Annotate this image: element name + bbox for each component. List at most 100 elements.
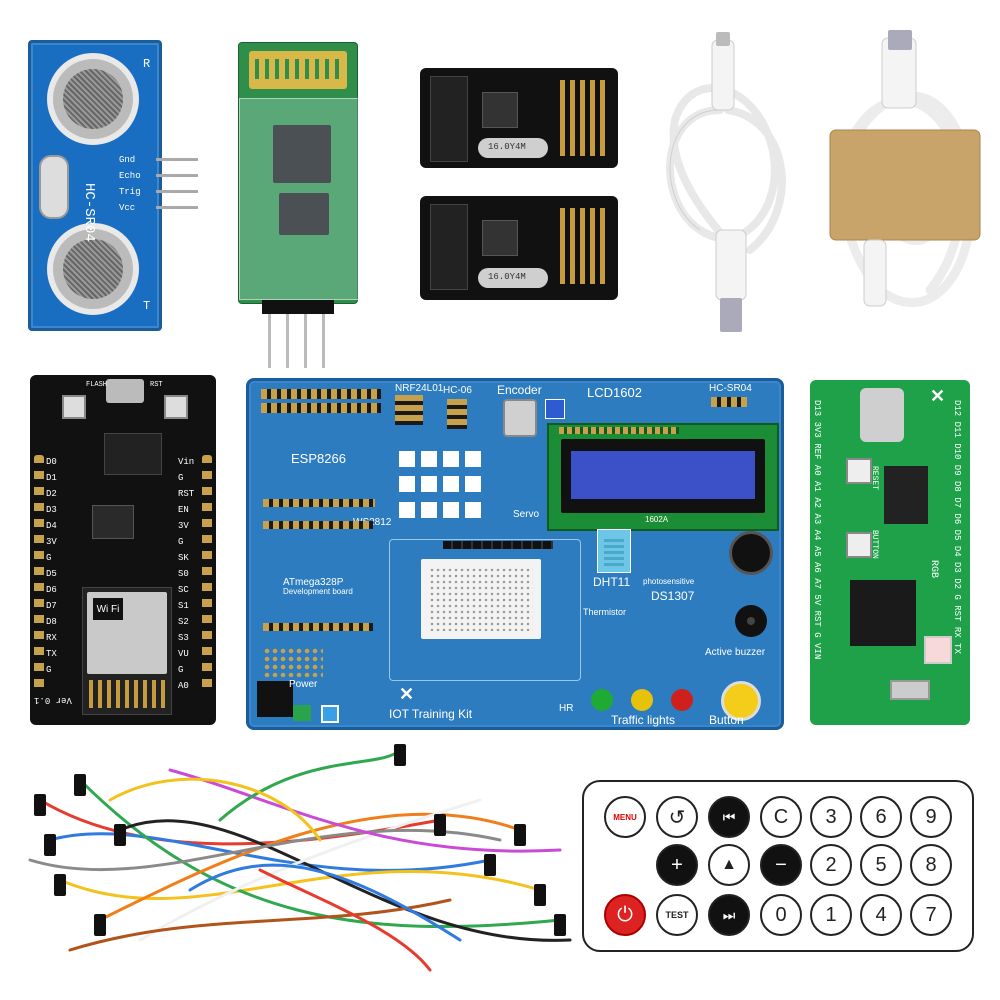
left-pin-labels: D13 3V3 REF A0 A1 A2 A3 A4 A5 A6 A7 5V R… xyxy=(812,400,822,660)
nrf-chip xyxy=(482,220,518,256)
rgb-led xyxy=(421,451,437,467)
hc06-label: HC-06 xyxy=(443,385,472,396)
arduino-header xyxy=(443,541,553,549)
brand-logo-icon: ✕ xyxy=(930,386,946,406)
blue-switch[interactable] xyxy=(321,705,339,723)
key-4[interactable]: 4 xyxy=(860,894,902,936)
key-2[interactable]: 2 xyxy=(810,844,852,886)
rst-label: RST xyxy=(150,381,163,389)
main-chip xyxy=(850,580,916,646)
active-buzzer xyxy=(735,605,767,637)
key-label: 6 xyxy=(875,805,887,828)
wifi-text: Wi Fi xyxy=(96,603,120,615)
rgb-led xyxy=(399,476,415,493)
key-label: 7 xyxy=(925,903,937,926)
flash-label: FLASH xyxy=(86,381,108,389)
servo-label: Servo xyxy=(513,509,540,520)
thermistor-label: Thermistor xyxy=(583,607,627,617)
rgb-led xyxy=(443,476,459,493)
power-button[interactable]: ⏻ xyxy=(604,894,646,936)
flash-button[interactable] xyxy=(62,395,86,419)
yellow-button[interactable] xyxy=(721,681,761,721)
back-icon: ↺ xyxy=(668,806,686,829)
user-button[interactable] xyxy=(846,532,872,558)
crystal xyxy=(39,155,69,219)
hcsr04-label: HC-SR04 xyxy=(709,383,752,394)
esp12-antenna xyxy=(89,680,165,708)
menu-button[interactable]: MENU xyxy=(604,796,646,838)
rgb-led xyxy=(421,476,437,493)
pin-label: 3V xyxy=(46,537,57,547)
key-0[interactable]: 0 xyxy=(760,894,802,936)
key-label: 0 xyxy=(775,903,787,926)
nrf-module-top: 16.0Y4M xyxy=(420,68,618,168)
pin-label: G xyxy=(178,473,184,483)
minus-button[interactable]: − xyxy=(760,844,802,886)
ultrasonic-pins xyxy=(156,158,198,209)
up-icon: ▲ xyxy=(721,856,737,873)
rgb-led xyxy=(465,501,481,518)
prev-button[interactable]: ⏮ xyxy=(708,796,750,838)
rgb-led xyxy=(399,451,415,467)
ultrasonic-sensor-board: HC-SR04 R T Gnd Echo Trig Vcc xyxy=(28,40,162,331)
reset-label: RESET xyxy=(870,466,879,491)
esp12-shield: Wi Fi xyxy=(87,592,167,674)
potentiometer[interactable] xyxy=(545,399,565,419)
plus-button[interactable]: + xyxy=(656,844,698,886)
pin-label: Vin xyxy=(178,457,195,467)
pin-label: S1 xyxy=(178,601,189,611)
transducer-bottom xyxy=(47,223,139,315)
key-6[interactable]: 6 xyxy=(860,796,902,838)
pin-label: D8 xyxy=(46,617,57,627)
slide-switch[interactable] xyxy=(890,680,930,700)
hcsr04-socket xyxy=(711,397,747,407)
version-label: Ver 0.1 xyxy=(34,695,72,705)
nrf-antenna xyxy=(560,80,608,156)
buzzer-label: Active buzzer xyxy=(705,647,766,658)
key-9[interactable]: 9 xyxy=(910,796,952,838)
bt-chip-2 xyxy=(279,193,329,235)
left-pin-labels: D0 D1 D2 D3 D4 3V G D5 D6 D7 D8 RX TX G xyxy=(46,457,68,681)
pin-label: D1 xyxy=(46,473,57,483)
up-button[interactable]: ▲ xyxy=(708,844,750,886)
c-button[interactable]: C xyxy=(760,796,802,838)
nodemcu-board: FLASH RST Wi Fi D0 D1 D2 D3 D4 3V G D5 D… xyxy=(30,375,216,725)
next-button[interactable]: ⏭ xyxy=(708,894,750,936)
bt-cover xyxy=(239,98,359,300)
traffic-label: Traffic lights xyxy=(611,713,676,727)
back-button[interactable]: ↺ xyxy=(656,796,698,838)
rgb-led xyxy=(421,501,437,518)
key-7[interactable]: 7 xyxy=(910,894,952,936)
usb-c-port xyxy=(860,388,904,442)
rst-button[interactable] xyxy=(164,395,188,419)
mark-t: T xyxy=(143,299,151,313)
key-1[interactable]: 1 xyxy=(810,894,852,936)
atmega-sub-label: Development board xyxy=(283,587,353,596)
mark-r: R xyxy=(143,57,151,71)
pin-label: G xyxy=(178,665,184,675)
rotary-encoder[interactable] xyxy=(503,399,537,437)
pin-label: Vcc xyxy=(119,203,136,213)
terminal-block xyxy=(293,705,311,721)
test-button[interactable]: TEST xyxy=(656,894,698,936)
key-label: 9 xyxy=(925,805,937,828)
led-yellow xyxy=(631,689,653,711)
pin-label: D6 xyxy=(46,585,57,595)
key-8[interactable]: 8 xyxy=(910,844,952,886)
kit-title: IOT Training Kit xyxy=(389,707,473,721)
right-pin-labels: Vin G RST EN 3V G SK S0 SC S1 S2 S3 VU G… xyxy=(178,457,204,697)
reset-button[interactable] xyxy=(846,458,872,484)
nrf-antenna xyxy=(560,208,608,284)
bluetooth-module xyxy=(238,42,359,304)
key-3[interactable]: 3 xyxy=(810,796,852,838)
nrf-module-bottom: 16.0Y4M xyxy=(420,196,618,300)
pin-label: D7 xyxy=(46,601,57,611)
pin-label: S2 xyxy=(178,617,189,627)
nrf-label: NRF24L01 xyxy=(395,383,444,394)
rgb-led xyxy=(465,476,481,493)
key-5[interactable]: 5 xyxy=(860,844,902,886)
wifi-logo-icon: Wi Fi xyxy=(93,598,123,620)
nano-board: ✕ RESET BUTTON RGB D13 3V3 REF A0 A1 A2 … xyxy=(810,380,970,725)
lcd-pin-row xyxy=(559,427,679,434)
cable-tie xyxy=(829,129,981,241)
